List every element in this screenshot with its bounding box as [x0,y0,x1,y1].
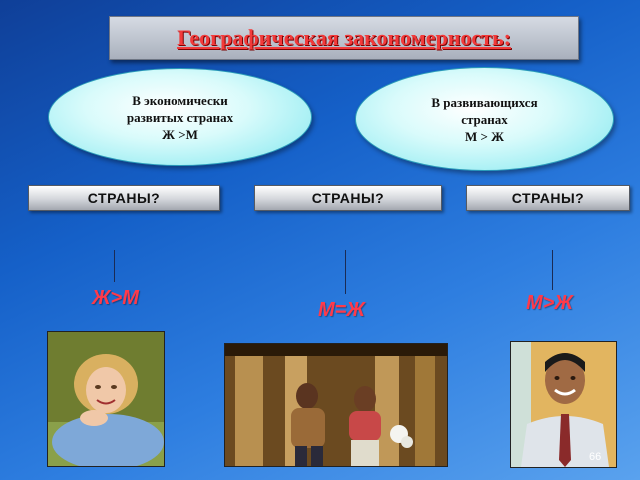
developed-countries-oval: В экономически развитых странах Ж >М [48,68,312,166]
ratio-equal: М=Ж [318,299,365,321]
connector-line-2 [345,250,346,294]
ratio-men-more: М>Ж [526,292,573,314]
woman-photo [47,331,165,467]
developing-countries-oval: В развивающихся странах М > Ж [355,67,614,171]
man-photo [510,341,617,468]
countries-button-3[interactable]: СТРАНЫ? [466,185,630,211]
countries-button-1[interactable]: СТРАНЫ? [28,185,220,211]
page-number: 66 [589,451,602,463]
ratio-women-more: Ж>М [92,287,139,309]
slide-title: Географическая закономерность: [177,25,511,50]
developed-countries-text: В экономически развитых странах Ж >М [126,92,234,142]
countries-button-2[interactable]: СТРАНЫ? [254,185,442,211]
couple-photo [224,343,448,467]
title-banner: Географическая закономерность: [109,16,579,60]
connector-line-3 [552,250,553,290]
developing-countries-text: В развивающихся странах М > Ж [431,94,538,144]
connector-line-1 [114,250,115,282]
